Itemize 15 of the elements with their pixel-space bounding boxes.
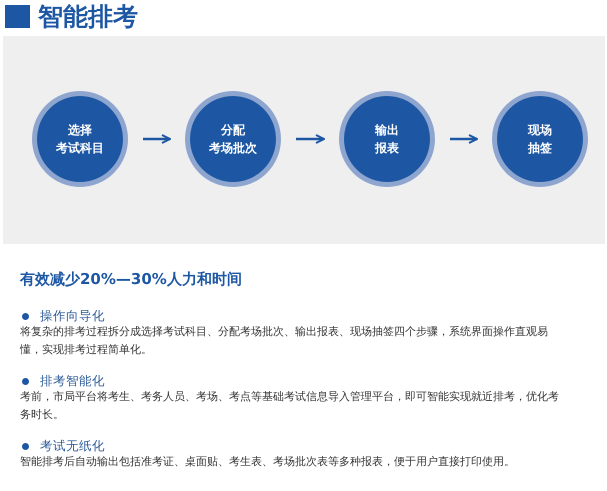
feature-description: 将复杂的排考过程拆分成选择考试科目、分配考场批次、输出报表、现场抽签四个步骤，系统界面操作直观易懂，实现排考过程简单化。 xyxy=(20,324,549,358)
feature-heading: 考试无纸化 xyxy=(40,438,105,455)
step-label: 选择考试科目 xyxy=(56,122,104,157)
feature-description: 考前，市局平台将考生、考务人员、考场、考点等基础考试信息导入管理平台，即可智能实现就近排考，优化考务时长。 xyxy=(20,389,560,423)
step-label: 分配考场批次 xyxy=(209,122,257,157)
feature-heading: 排考智能化 xyxy=(40,373,105,390)
arrow xyxy=(450,134,478,144)
headline: 有效减少20%—30%人力和时间 xyxy=(20,269,242,290)
step-label: 现场抽签 xyxy=(528,122,552,157)
feature-heading: 操作向导化 xyxy=(40,308,105,325)
arrow xyxy=(143,134,171,144)
feature-description: 智能排考后自动输出包括准考证、桌面贴、考生表、考场批次表等多种报表，便于用户直接打印使用。 xyxy=(20,454,516,470)
arrow xyxy=(296,134,325,144)
step-label: 输出报表 xyxy=(375,122,399,157)
title: 智能排考 xyxy=(38,1,138,33)
